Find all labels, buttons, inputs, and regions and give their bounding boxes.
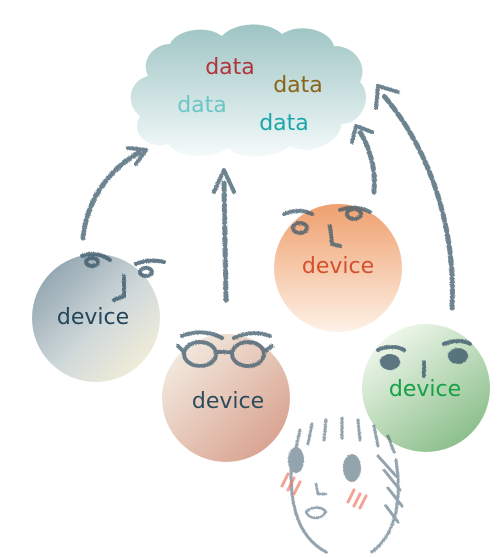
person-blush-marks: [280, 472, 368, 510]
device-3-circle: [274, 204, 402, 332]
cloud-data-label-3: data: [177, 93, 227, 118]
cloud-data-label-1: data: [205, 55, 255, 80]
arrow-device-2-to-cloud: [212, 168, 236, 303]
upload-arrows: [80, 84, 455, 311]
device-1-face-icon: [80, 251, 166, 302]
device-node-2: device: [162, 330, 290, 462]
person-face-sketch: [288, 416, 404, 554]
data-cloud: data data data data: [130, 24, 367, 157]
device-3-face-icon: [282, 205, 372, 248]
arrow-device-1-to-cloud: [80, 146, 148, 241]
device-2-glasses-icon: [176, 330, 274, 368]
device-node-4: device: [362, 324, 490, 452]
cloud-data-label-4: data: [259, 111, 309, 136]
arrow-device-3-to-cloud: [350, 124, 377, 195]
device-1-circle: [32, 254, 160, 382]
person-left-eye: [288, 447, 304, 473]
person-right-eye: [343, 454, 361, 482]
device-node-1: device: [32, 251, 166, 382]
device-4-label: device: [389, 377, 461, 402]
device-1-label: device: [57, 305, 129, 330]
arrow-device-4-to-cloud: [374, 84, 455, 311]
cloud-shape: [130, 24, 367, 157]
device-node-3: device: [274, 204, 402, 332]
device-2-label: device: [192, 389, 264, 414]
device-4-face-icon: [376, 339, 472, 378]
cloud-data-label-2: data: [273, 73, 323, 98]
device-3-label: device: [302, 254, 374, 279]
